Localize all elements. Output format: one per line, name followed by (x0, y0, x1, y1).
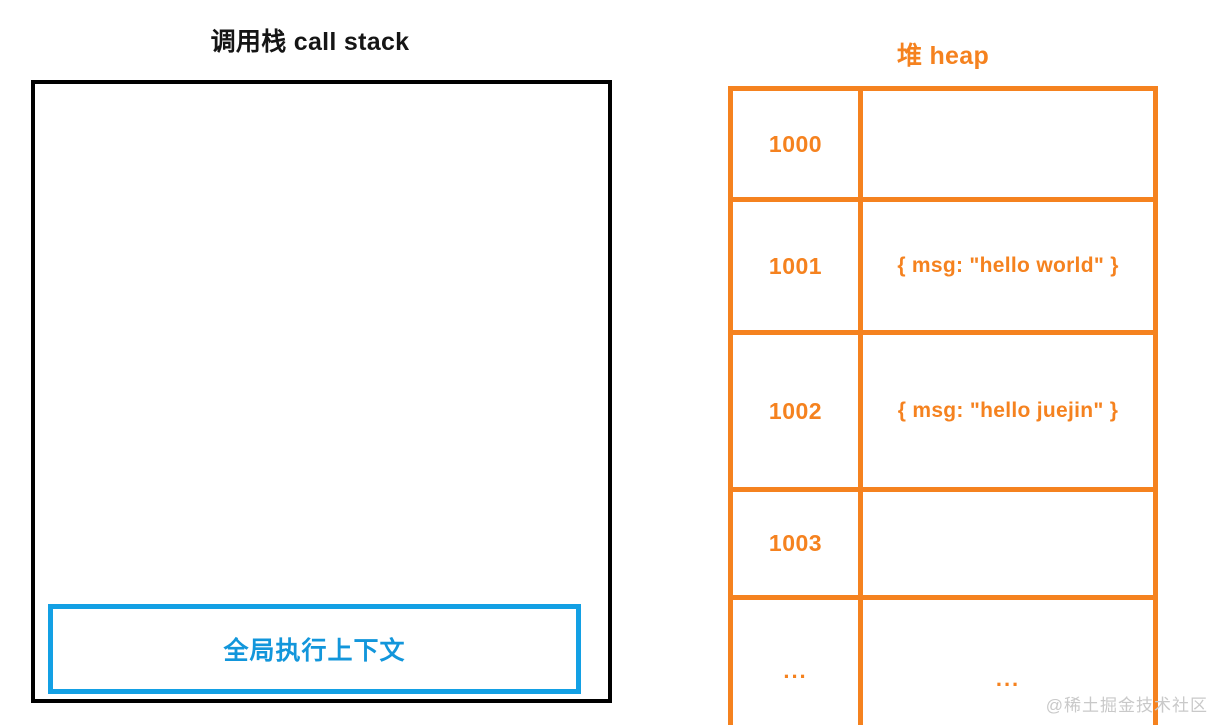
table-row: 1001 { msg: "hello world" } (733, 202, 1153, 335)
table-row: ... ... (733, 600, 1153, 725)
heap-address-cell: 1003 (733, 492, 863, 595)
heap-value-cell: ... (995, 665, 1021, 691)
heap-value-cell (863, 91, 1153, 197)
heap-table: 1000 1001 { msg: "hello world" } 1002 { … (728, 86, 1158, 725)
table-row: 1003 (733, 492, 1153, 600)
callstack-frame-label: 全局执行上下文 (223, 637, 406, 665)
heap-title: 堆 heap (896, 42, 990, 70)
heap-address-cell: ... (733, 600, 863, 725)
table-row: 1002 { msg: "hello juejin" } (733, 335, 1153, 492)
heap-address-cell: 1000 (733, 91, 863, 197)
table-row: 1000 (733, 91, 1153, 202)
heap-address-cell: 1002 (733, 335, 863, 487)
callstack-title: 调用栈 call stack (210, 28, 410, 56)
callstack-frame-global-execution-context: 全局执行上下文 (48, 604, 581, 694)
heap-address-cell: 1001 (733, 202, 863, 330)
heap-value-cell: { msg: "hello juejin" } (897, 399, 1119, 422)
heap-value-cell: { msg: "hello world" } (897, 254, 1119, 277)
heap-value-cell (863, 492, 1153, 595)
callstack-box (31, 80, 612, 703)
